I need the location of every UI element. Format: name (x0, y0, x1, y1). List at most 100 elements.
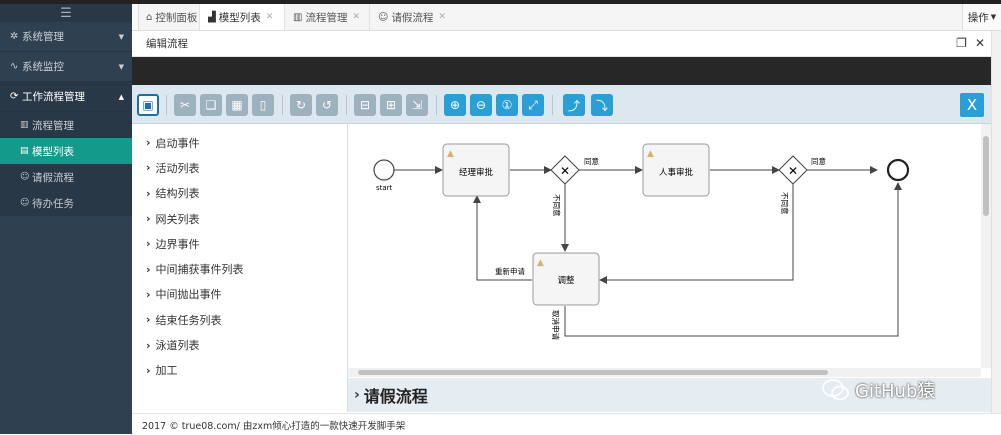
building-icon: ▥ (293, 11, 303, 23)
zoom-actual-button[interactable]: ① (496, 94, 518, 116)
tab-label: 请假流程 (391, 11, 434, 24)
copy-button[interactable]: ❏ (200, 94, 222, 116)
toolbar-divider (436, 95, 437, 115)
palette-item[interactable]: ›活动列表 (132, 155, 347, 180)
palette-item[interactable]: ›启动事件 (132, 130, 347, 155)
chevron-right-icon: › (354, 387, 360, 403)
hamburger-icon: ☰ (60, 5, 72, 21)
diagram-canvas[interactable]: start ▲ 经理审批 ✕ 同意 不同意 ▲ 人事审批 ✕ 同意 不同意 ▲ … (348, 124, 991, 368)
palette-item[interactable]: ›中间抛出事件 (132, 282, 347, 307)
undo-button[interactable]: ↺ (316, 94, 338, 116)
flow-label: 同意 (811, 156, 826, 166)
close-icon[interactable]: ✕ (352, 12, 360, 22)
palette-item[interactable]: ›边界事件 (132, 231, 347, 256)
page-footer: 2017 © true08.com/ 由zxm倾心打造的一款快速开发脚手架 (132, 413, 1001, 435)
smile-icon: ☺ (20, 172, 30, 182)
user-task-hr[interactable] (642, 143, 710, 197)
palette-item[interactable]: ›泳道列表 (132, 332, 347, 357)
exclusive-gateway[interactable] (778, 155, 808, 185)
close-icon[interactable]: ✕ (974, 36, 985, 50)
palette-item[interactable]: › 中间捕获事件列表 (132, 256, 347, 281)
save-button[interactable]: ▣ (137, 94, 159, 116)
align-vertical-button[interactable]: ⊞ (380, 94, 402, 116)
zoom-out-button[interactable]: ⊖ (470, 94, 492, 116)
sidebar-item-process-manage[interactable]: ▥ 流程管理 (0, 112, 132, 138)
x-icon: ✕ (788, 164, 798, 178)
close-icon[interactable]: ✕ (265, 12, 274, 22)
align-horizontal-icon: ⊟ (359, 98, 371, 112)
sidebar-group-monitor[interactable]: ∿ 系统监控 ▼ (0, 52, 132, 82)
cut-button[interactable]: ✂ (174, 94, 196, 116)
toolbar-divider (282, 95, 283, 115)
delete-button[interactable]: ▯ (252, 94, 274, 116)
properties-header[interactable]: › 请假流程 (348, 378, 991, 412)
palette-item[interactable]: ›结构列表 (132, 181, 347, 206)
smile-icon: ☺ (378, 11, 389, 23)
palette-label: 加工 (155, 364, 178, 378)
close-editor-button[interactable]: X (960, 93, 984, 117)
sequence-flow[interactable] (473, 195, 532, 281)
user-task-manager[interactable] (442, 143, 510, 197)
doc-icon: ▤ (20, 146, 29, 156)
chevron-right-icon: › (146, 262, 151, 276)
tab-process-manage[interactable]: ▥ 流程管理 ✕ (285, 4, 370, 30)
tab-leave-process[interactable]: ☺ 请假流程 ✕ (370, 4, 455, 30)
operations-dropdown[interactable]: 操作 ▼ (962, 4, 1001, 30)
sidebar-group-label: 系统监控 (22, 61, 64, 73)
canvas-vertical-scrollbar[interactable] (981, 124, 991, 368)
sidebar-toggle[interactable]: ☰ (0, 4, 132, 22)
restore-window-icon[interactable]: ❐ (956, 36, 967, 50)
close-icon[interactable]: ✕ (438, 12, 446, 22)
chevron-right-icon: › (146, 186, 151, 200)
scroll-thumb[interactable] (983, 136, 989, 216)
sidebar-group-label: 系统管理 (22, 31, 64, 43)
tab-dashboard[interactable]: ⌂ 控制面板 (138, 4, 200, 30)
smile-icon: ☺ (20, 198, 30, 208)
redo-icon: ↻ (295, 98, 307, 112)
end-event[interactable] (886, 158, 910, 182)
chevron-right-icon: › (146, 338, 151, 352)
tab-model-list[interactable]: ▟ 模型列表 ✕ (200, 4, 285, 30)
bend-add-button[interactable]: ⤴ (563, 94, 585, 116)
sidebar-item-leave-process[interactable]: ☺ 请假流程 (0, 164, 132, 190)
zoom-fit-button[interactable]: ⤢ (522, 94, 544, 116)
bend-remove-button[interactable]: ⤵ (591, 94, 613, 116)
palette-item[interactable]: ›结束任务列表 (132, 307, 347, 332)
caret-down-icon: ▼ (118, 32, 124, 41)
scroll-thumb[interactable] (358, 370, 828, 375)
editor-toolbar: ▣ ✂ ❏ ▦ ▯ ↻ ↺ ⊟ ⊞ ⇲ ⊕ ⊖ ① ⤢ ⤴ ⤵ X (132, 85, 991, 124)
palette-item[interactable]: ›加工 (132, 358, 347, 383)
user-task-adjust[interactable] (532, 252, 600, 306)
page-scrollbar[interactable] (991, 31, 1001, 413)
sidebar-group-system[interactable]: ✲ 系统管理 ▼ (0, 22, 132, 52)
zoom-in-button[interactable]: ⊕ (444, 94, 466, 116)
sidebar-group-workflow[interactable]: ⟳ 工作流程管理 ▲ (0, 82, 132, 112)
sidebar-item-label: 请假流程 (32, 171, 74, 184)
same-size-button[interactable]: ⇲ (406, 94, 428, 116)
paste-button[interactable]: ▦ (226, 94, 248, 116)
flow-label: 取消申请 (551, 310, 561, 340)
sequence-flow[interactable] (564, 182, 902, 337)
align-vertical-icon: ⊞ (385, 98, 397, 112)
bpmn-diagram: start ▲ 经理审批 ✕ 同意 不同意 ▲ 人事审批 ✕ 同意 不同意 ▲ … (373, 143, 910, 340)
zoom-in-icon: ⊕ (449, 98, 461, 112)
canvas-horizontal-scrollbar[interactable] (348, 368, 981, 377)
palette-label: 边界事件 (155, 237, 200, 251)
shape-palette: ›启动事件 ›活动列表 ›结构列表 ›网关列表 ›边界事件 ›中间捕获事件列表 … (132, 124, 348, 412)
exclusive-gateway[interactable] (550, 155, 580, 185)
palette-label: 中间捕获事件列表 (155, 263, 244, 277)
start-event[interactable] (373, 159, 395, 181)
palette-label: 网关列表 (155, 212, 200, 226)
tab-scroll-left[interactable] (132, 4, 139, 30)
zoom-actual-icon: ① (501, 98, 513, 112)
palette-label: 活动列表 (155, 161, 200, 175)
sidebar-item-label: 待办任务 (32, 197, 74, 210)
align-horizontal-button[interactable]: ⊟ (354, 94, 376, 116)
redo-button[interactable]: ↻ (290, 94, 312, 116)
tab-label: 控制面板 (155, 11, 198, 24)
sidebar-item-model-list[interactable]: ▤ 模型列表 (0, 138, 132, 164)
sequence-flow[interactable] (599, 184, 794, 284)
bend-add-icon: ⤴ (567, 98, 580, 113)
sidebar-item-todo-tasks[interactable]: ☺ 待办任务 (0, 190, 132, 216)
palette-item[interactable]: ›网关列表 (132, 206, 347, 231)
